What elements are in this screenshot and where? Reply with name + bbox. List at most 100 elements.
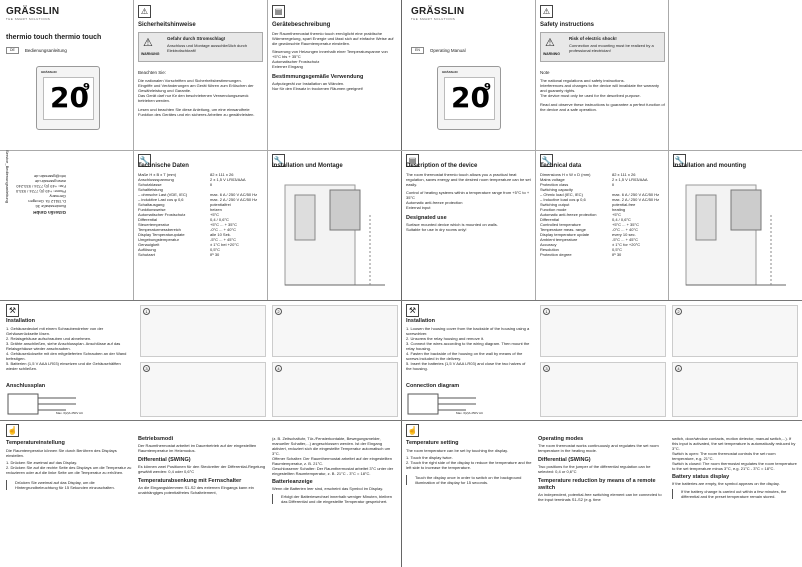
thermostat-image: GRÄSSLIN 20 9 [36, 66, 100, 130]
operating-modes: Betriebsmodi Der Raumthermostat arbeitet… [138, 436, 266, 495]
wrench-icon: 🔧 [540, 154, 553, 167]
install-figure: 4 [672, 362, 798, 417]
warning-triangle-icon: ⚠ [143, 37, 153, 49]
list-item: Geschlossener Schalter: Der Raumthermost… [272, 466, 394, 476]
installation-title: Installation [406, 318, 436, 324]
manual-label: Operating Manual [429, 47, 466, 53]
install-illustration [284, 184, 385, 286]
list-item: Das Gerät darf nur für den beschriebenen… [138, 92, 249, 103]
warning-book-icon: ⚠ [540, 5, 553, 18]
tech-title: Technische Daten [138, 163, 189, 169]
center-divider [401, 0, 402, 567]
brand-logo: GRÄSSLIN [6, 6, 60, 17]
list-item: Connect the wires according to the wirin… [406, 341, 532, 351]
plan-label: Max. 6(2)A 250V AC [456, 411, 484, 415]
installation-steps: Loosen the housing cover from the backsi… [406, 326, 532, 371]
row-divider [0, 150, 802, 151]
list-item: Fasten the backside of the housing on th… [406, 351, 532, 361]
list-item: Unscrew the relay housing and remove it. [406, 336, 532, 341]
hand-icon: ☝ [406, 424, 419, 437]
warning-title: Risk of electric shock! [569, 36, 617, 41]
list-item: Aufputzgerät zur Installation an Wänden. [272, 81, 345, 86]
tech-title: Technical data [540, 163, 582, 169]
list-item: Gehäuserückseite mit den mitgelieferten … [6, 351, 132, 361]
address-block: Grässlin GmbH Bundesstraße 36 D-78112 St… [15, 174, 66, 215]
list-item: Loosen the housing cover from the backsi… [406, 326, 532, 336]
row-divider [0, 420, 802, 421]
doc-id: Service_Bedienungsanleitung [5, 150, 10, 203]
device-brand: GRÄSSLIN [41, 70, 57, 74]
operating-modes: Operating modes The room thermostat work… [538, 436, 662, 502]
temp-display: 20 [451, 81, 490, 114]
list-item: Nur für den Einsatz in trockenen Räumen … [272, 86, 363, 91]
list-item: Touch the right side of the display to r… [406, 460, 532, 470]
description-body: Der Raumthermostat thermio touch ermögli… [272, 31, 397, 91]
temp-decimal: 9 [484, 82, 491, 93]
description-body: The room thermostat thermio touch allows… [406, 172, 531, 232]
list-item: Batterien (1,5 V AAA LR03) einsetzen und… [6, 361, 132, 371]
device-screen: 20 9 [444, 77, 495, 120]
warning-text: Anschluss und Montage ausschließlich dur… [167, 43, 248, 53]
warning-box: ⚠ WARNUNG Gefahr durch Stromschlag! Ansc… [138, 32, 263, 62]
warning-title: Gefahr durch Stromschlag! [167, 36, 226, 41]
warning-label: WARNUNG [141, 52, 160, 56]
list-item: Offener Schalter: Der Raumthermostat arb… [272, 456, 392, 466]
install-figure: 1 [140, 305, 266, 357]
install-title: Installation and mounting [673, 163, 746, 169]
product-title: thermio touch thermio touch [6, 34, 102, 41]
tech-table: Dimensions H x W x D (mm)82 x 111 x 26 M… [540, 172, 660, 257]
battery-section: switch, door/window contacts, motion det… [672, 436, 797, 499]
note: Touch the display once in order to switc… [406, 475, 532, 485]
description-title: Gerätebeschreibung [272, 22, 331, 28]
install-figure: 4 [272, 362, 398, 417]
tools-icon: ⚒ [406, 304, 419, 317]
wiring-diagram [7, 393, 76, 415]
temp-setting-body: The room temperature can be set by touch… [406, 448, 532, 485]
warning-triangle-icon: ⚠ [545, 37, 555, 49]
list-item: Surface mounted device which is mounted … [406, 222, 498, 227]
list-item: The national regulations and safety inst… [540, 77, 625, 83]
brand-subtitle: THE SMART SOLUTIONS [411, 17, 456, 21]
temp-setting-title: Temperature setting [406, 440, 459, 446]
tools-icon: ⚒ [6, 304, 19, 317]
warning-text: Connection and mounting must be realized… [569, 43, 654, 53]
list-item: Switch is closed: The room thermostat re… [672, 461, 797, 471]
row-divider [0, 300, 802, 301]
lang-row: EN Operating Manual [411, 47, 466, 54]
battery-section: (z. B. Zeitschaltuhr, Tür-/Fensterkontak… [272, 424, 398, 504]
list-item: Control of heating systems within a temp… [406, 190, 530, 200]
list-item: Eingriffe und Veränderungen am Gerät füh… [138, 82, 254, 93]
lang-row: DE Bedienungsanleitung [6, 47, 67, 54]
lang-tag: EN [411, 47, 424, 54]
list-item: The device must only be used for the des… [540, 92, 641, 98]
note: Drücken Sie zweimal auf das Display, um … [6, 480, 132, 490]
tech-table: Maße H x B x T (mm)82 x 111 x 26 Anschlu… [138, 172, 258, 257]
hand-icon: ☝ [6, 424, 19, 437]
plan-title: Anschlussplan [6, 383, 46, 389]
list-item: Touch the display twice. [406, 455, 532, 460]
warning-label: WARNING [543, 52, 560, 56]
plan-label: Max. 6(2)A 250V AC [56, 411, 84, 415]
lang-tag: DE [6, 47, 19, 54]
list-item: Automatic anti-freeze protection [406, 200, 463, 205]
installation-title: Installation [6, 318, 36, 324]
plan-title: Connection diagram [406, 383, 460, 389]
install-illustration [685, 184, 786, 286]
temp-setting-title: Temperatureinstellung [6, 440, 65, 446]
list-item: Switch is open: The room thermostat cont… [672, 451, 776, 461]
list-item: Drücken Sie auf die rechte Seite des Dis… [6, 465, 132, 475]
device-brand: GRÄSSLIN [442, 70, 458, 74]
install-figure: 2 [672, 305, 798, 357]
warning-book-icon: ⚠ [138, 5, 151, 18]
wiring-diagram [407, 393, 476, 415]
list-item: Externer Eingang [272, 64, 303, 69]
list-item: Die nationalen Vorschriften und Sicherhe… [138, 77, 242, 83]
safety-read: Lesen und beachten Sie diese Anleitung, … [138, 106, 255, 117]
info-icon: ▤ [272, 5, 285, 18]
brand-logo: GRÄSSLIN [411, 6, 465, 17]
list-item: Automatischer Frostschutz [272, 59, 320, 64]
list-item: Suitable for use in dry rooms only! [406, 227, 467, 232]
list-item: Drücken Sie zweimal auf das Display. [6, 460, 132, 465]
install-figure: 3 [140, 362, 266, 417]
warning-box: ⚠ WARNING Risk of electric shock! Connec… [540, 32, 665, 62]
